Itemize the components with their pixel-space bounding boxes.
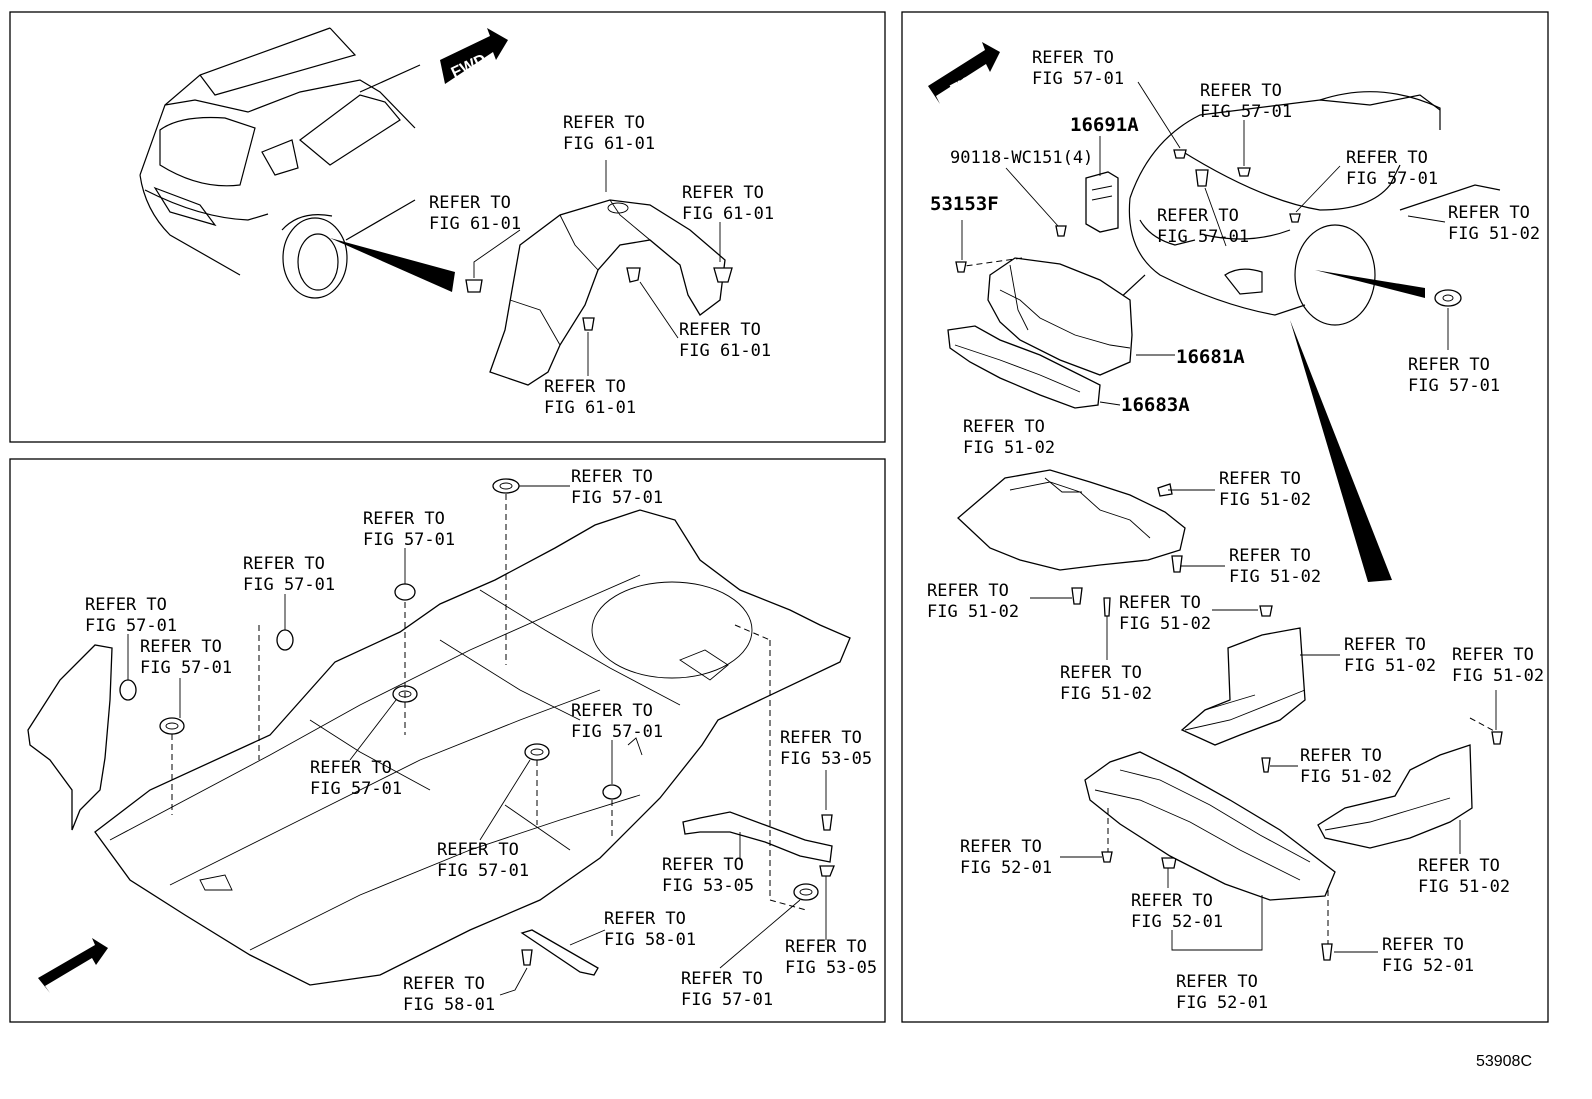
panel-front-undercover [901, 11, 1549, 1023]
floor-brackets [520, 811, 833, 976]
rear-car-outline [139, 27, 455, 299]
front-bumper-reinforcement [947, 257, 1133, 409]
fwd-arrow-p3: FWD [928, 42, 1000, 104]
front-car-outline [1117, 91, 1501, 582]
rear-fasteners [465, 267, 733, 331]
diagram-code: 53908C [1475, 1053, 1532, 1070]
side-undercover-left [1180, 627, 1306, 746]
floor-undercover [94, 509, 851, 986]
front-undercover-main [1084, 751, 1336, 901]
engine-undercover [957, 469, 1186, 571]
panel-rear-wheel-house [9, 11, 886, 443]
front-small-fasteners [955, 149, 1503, 961]
side-undercover-right [1317, 744, 1473, 849]
floor-leaders [127, 485, 827, 996]
part-number-16691A: 16691A [1070, 114, 1139, 136]
part-number-16681A: 16681A [1176, 346, 1245, 368]
fwd-arrow-p1: FWD [440, 28, 508, 84]
clip-16691A [1085, 171, 1119, 233]
part-number-90118: 90118-WC151(4) [950, 148, 1093, 168]
part-number-53153F: 53153F [930, 193, 999, 215]
fwd-arrow-p2: FWD [38, 938, 108, 993]
front-dashed-guides [964, 257, 1497, 944]
floor-dashed-guides [171, 494, 807, 911]
front-leaders [961, 81, 1497, 953]
panel-floor-undercover [9, 458, 886, 1023]
rear-fender-liner [489, 199, 726, 386]
floor-side-panel [27, 644, 113, 831]
part-number-16683A: 16683A [1121, 394, 1190, 416]
